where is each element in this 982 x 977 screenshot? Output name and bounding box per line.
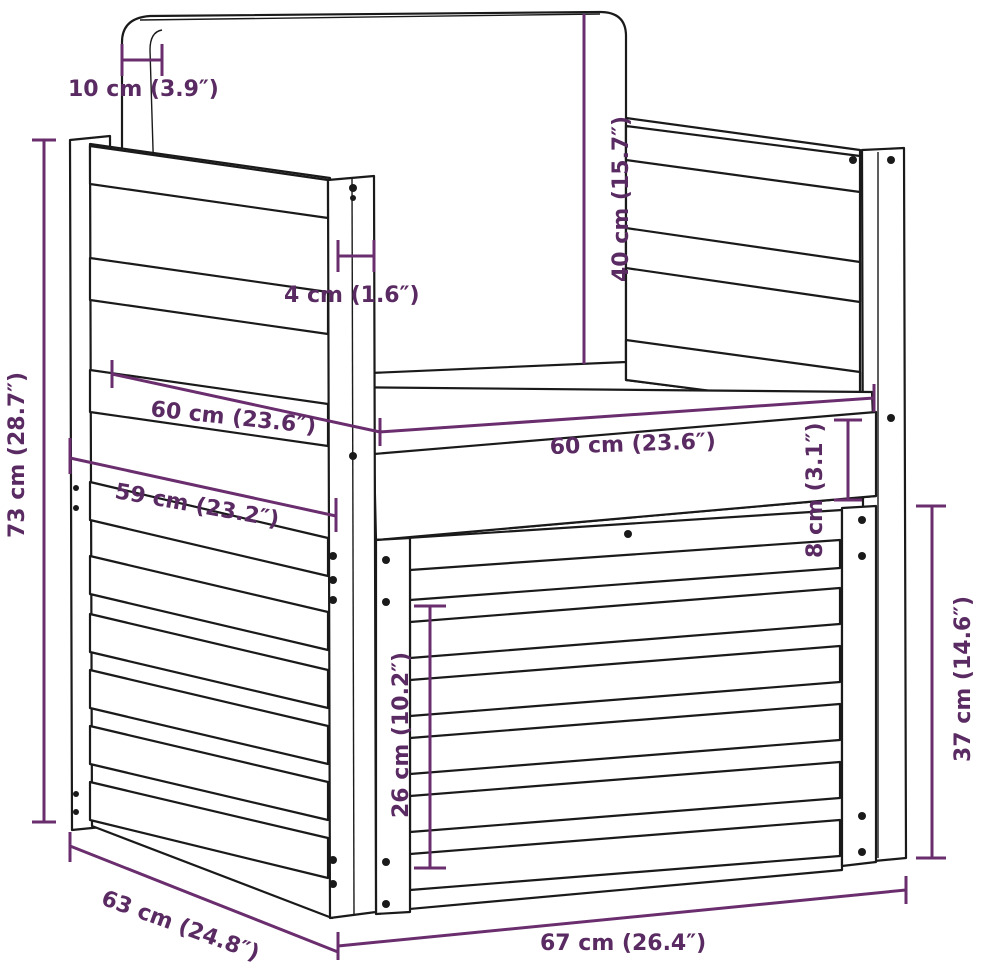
label-armrest-width: 4 cm (1.6″) [284, 283, 420, 308]
label-total-depth: 63 cm (24.8″) [98, 886, 263, 966]
left-side-panel [68, 134, 378, 920]
label-total-width: 67 cm (26.4″) [540, 931, 706, 956]
label-seat-height: 37 cm (14.6″) [951, 596, 976, 762]
label-cushion-thickness: 10 cm (3.9″) [68, 77, 219, 102]
chair-drawing [68, 10, 908, 920]
label-seat-width: 60 cm (23.6″) [549, 429, 716, 460]
label-back-height: 40 cm (15.7″) [609, 116, 634, 282]
label-total-height: 73 cm (28.7″) [5, 372, 30, 538]
label-front-panel-height: 26 cm (10.2″) [389, 652, 414, 818]
right-armrest [624, 116, 908, 864]
front-panel [374, 504, 878, 916]
label-seat-cushion-height: 8 cm (3.1″) [803, 422, 828, 558]
dimension-lines [32, 14, 946, 960]
